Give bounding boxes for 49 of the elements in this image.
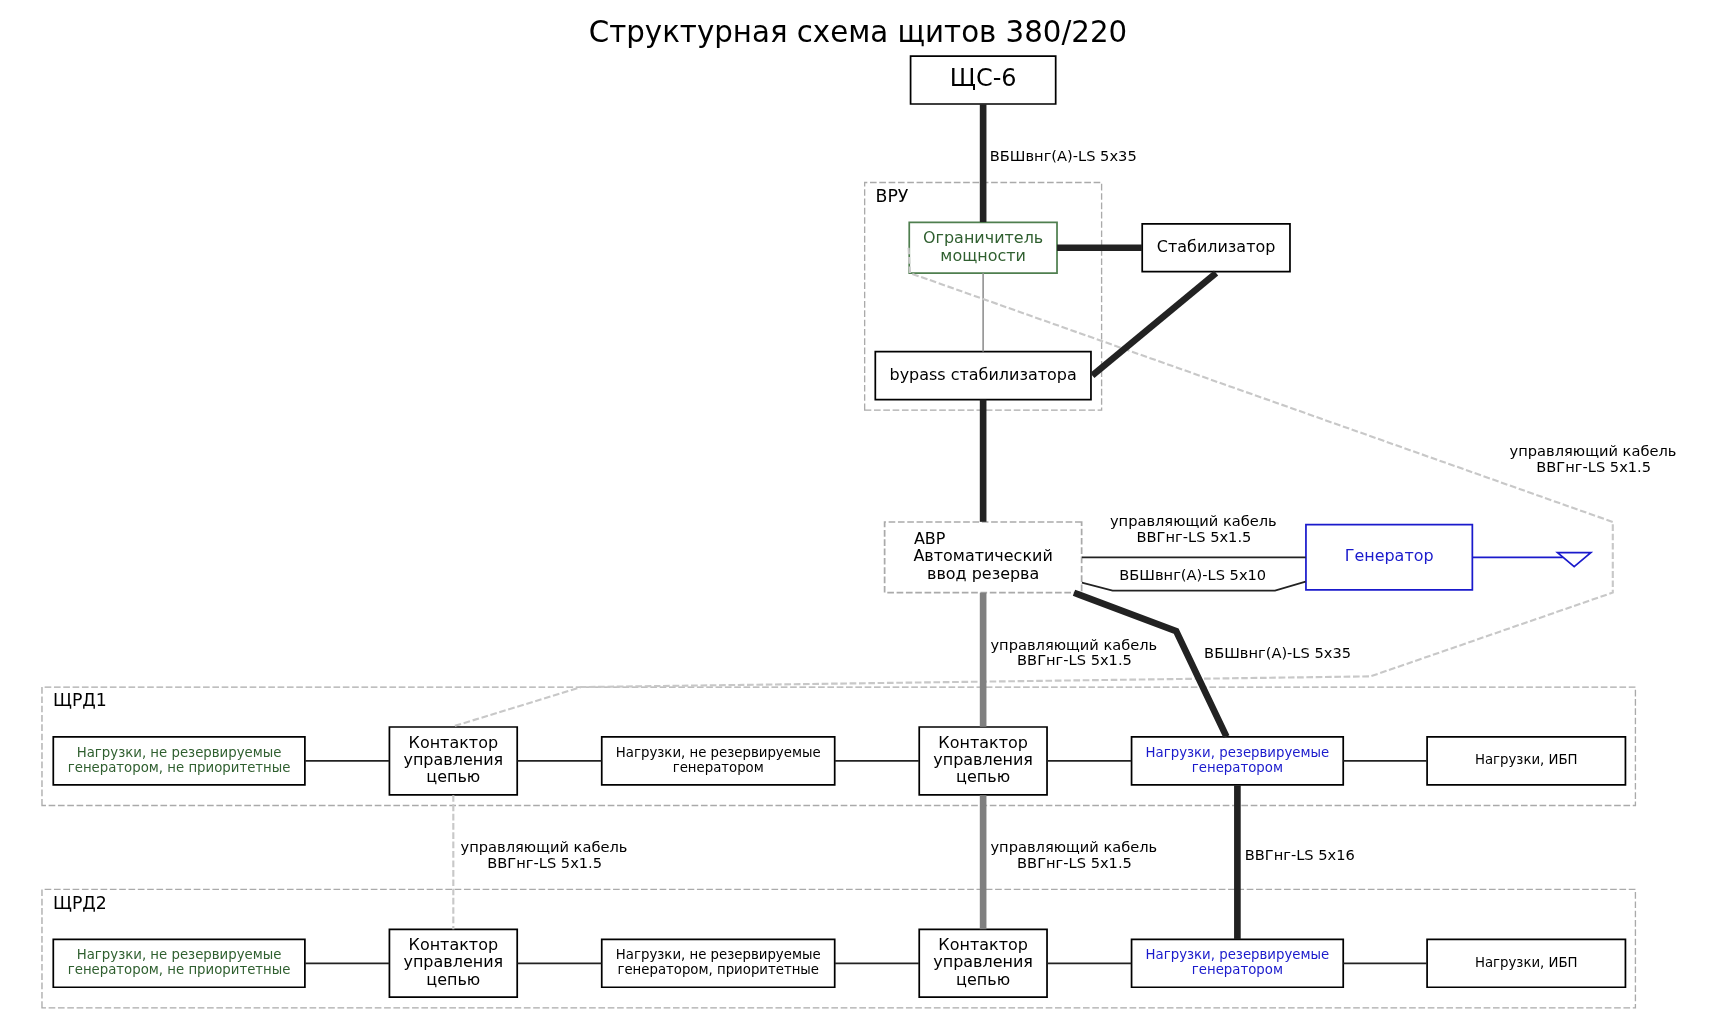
- node-box: Контактор управления цепью: [388, 928, 519, 999]
- connector: [1072, 589, 1230, 739]
- node-ground: [1555, 551, 1594, 568]
- edge-label: ВБШвнг(А)-LS 5x35: [989, 146, 1137, 164]
- connector: [982, 272, 984, 353]
- diagram-title: Структурная схема щитов 380/220: [588, 15, 1128, 50]
- node-box: Ограничитель мощности: [908, 221, 1058, 274]
- node-box: Нагрузки, не резервируемые генератором: [600, 736, 836, 786]
- edge-label: ВБШвнг(А)-LS 5x10: [1119, 565, 1267, 583]
- connector: [834, 760, 920, 762]
- node-box: Нагрузки, не резервируемые генератором, приоритетные: [600, 938, 836, 989]
- edge-label: управляющий кабель ВВГнг-LS 5x1.5: [1109, 512, 1277, 546]
- edge-label: ВБШвнг(А)-LS 5x35: [1204, 643, 1352, 661]
- connector: [516, 760, 603, 762]
- node-box: Нагрузки, резервируемые генератором: [1130, 736, 1345, 786]
- node-box: Контактор управления цепью: [388, 726, 519, 796]
- node-box: Стабилизатор: [1141, 222, 1291, 273]
- connector: [304, 962, 391, 965]
- node-box: Нагрузки, резервируемые генератором: [1130, 938, 1345, 989]
- connector: [1471, 556, 1564, 559]
- connector: [1046, 962, 1133, 965]
- node-box: Нагрузки, не резервируемые генератором, не приоритетные: [52, 938, 306, 989]
- node-box: Генератор: [1305, 523, 1474, 591]
- edge-label: управляющий кабель ВВГнг-LS 5x1.5: [990, 635, 1158, 669]
- edge-label: управляющий кабель ВВГнг-LS 5x1.5: [1509, 442, 1677, 476]
- connector: [1046, 760, 1133, 762]
- connector: [1342, 962, 1428, 965]
- connector: [1090, 270, 1219, 379]
- node-box: АВР Автоматический ввод резерва: [883, 521, 1083, 594]
- connector: [1234, 785, 1241, 940]
- connector: [516, 962, 603, 965]
- connector: [1342, 760, 1428, 762]
- connector: [304, 760, 391, 762]
- node-box: ЩС-6: [909, 55, 1057, 105]
- connector: [1081, 556, 1307, 559]
- node-box: bypass стабилизатора: [874, 350, 1092, 401]
- connector: [453, 247, 1614, 728]
- connector: [979, 104, 987, 223]
- edge-label: управляющий кабель ВВГнг-LS 5x1.5: [460, 837, 628, 871]
- node-box: Контактор управления цепью: [918, 726, 1048, 796]
- node-box: Нагрузки, ИБП: [1426, 736, 1627, 786]
- edge-label: управляющий кабель ВВГнг-LS 5x1.5: [990, 837, 1158, 871]
- node-box: Нагрузки, ИБП: [1426, 938, 1627, 989]
- node-box: Нагрузки, не резервируемые генератором, не приоритетные: [52, 736, 306, 786]
- node-box: Контактор управления цепью: [918, 928, 1048, 999]
- connector: [834, 962, 920, 965]
- connector: [1081, 580, 1307, 592]
- edge-label: ВВГнг-LS 5x16: [1244, 845, 1355, 863]
- connector: [452, 795, 455, 930]
